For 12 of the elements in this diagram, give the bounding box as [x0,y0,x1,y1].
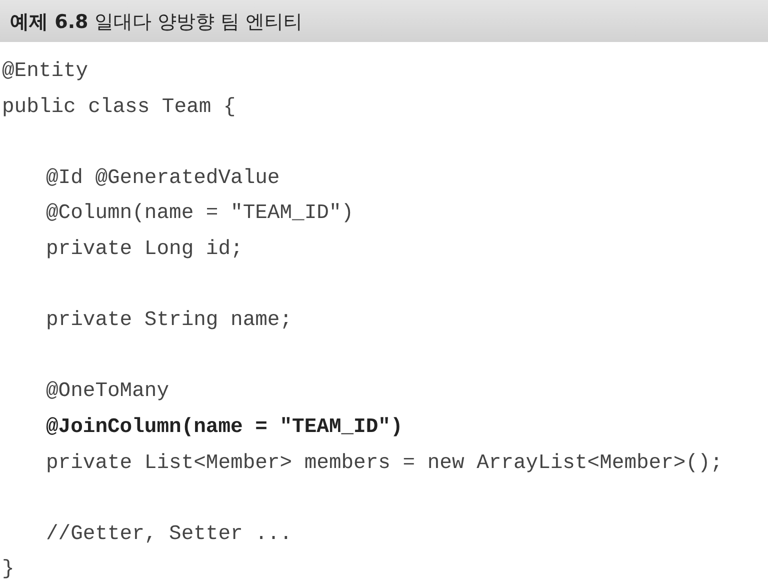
code-line: private String name; [46,309,292,334]
code-line: @Entity [2,60,88,84]
code-line: //Getter, Setter ... [46,522,292,547]
code-line: private List<Member> members = new ArrayList<Member>(); [46,452,723,476]
code-line: @Column(name = "TEAM_ID") [46,202,354,226]
listing-title: 예제 6.8 일대다 양방향 팀 엔티티 [0,0,768,42]
code-line: @OneToMany [46,380,170,404]
code-line: public class Team { [2,96,236,120]
code-line: } [2,558,14,582]
code-line: @Id @GeneratedValue [46,166,280,191]
code-line: @JoinColumn(name = "TEAM_ID") [46,416,403,440]
code-line: private Long id; [46,238,243,262]
